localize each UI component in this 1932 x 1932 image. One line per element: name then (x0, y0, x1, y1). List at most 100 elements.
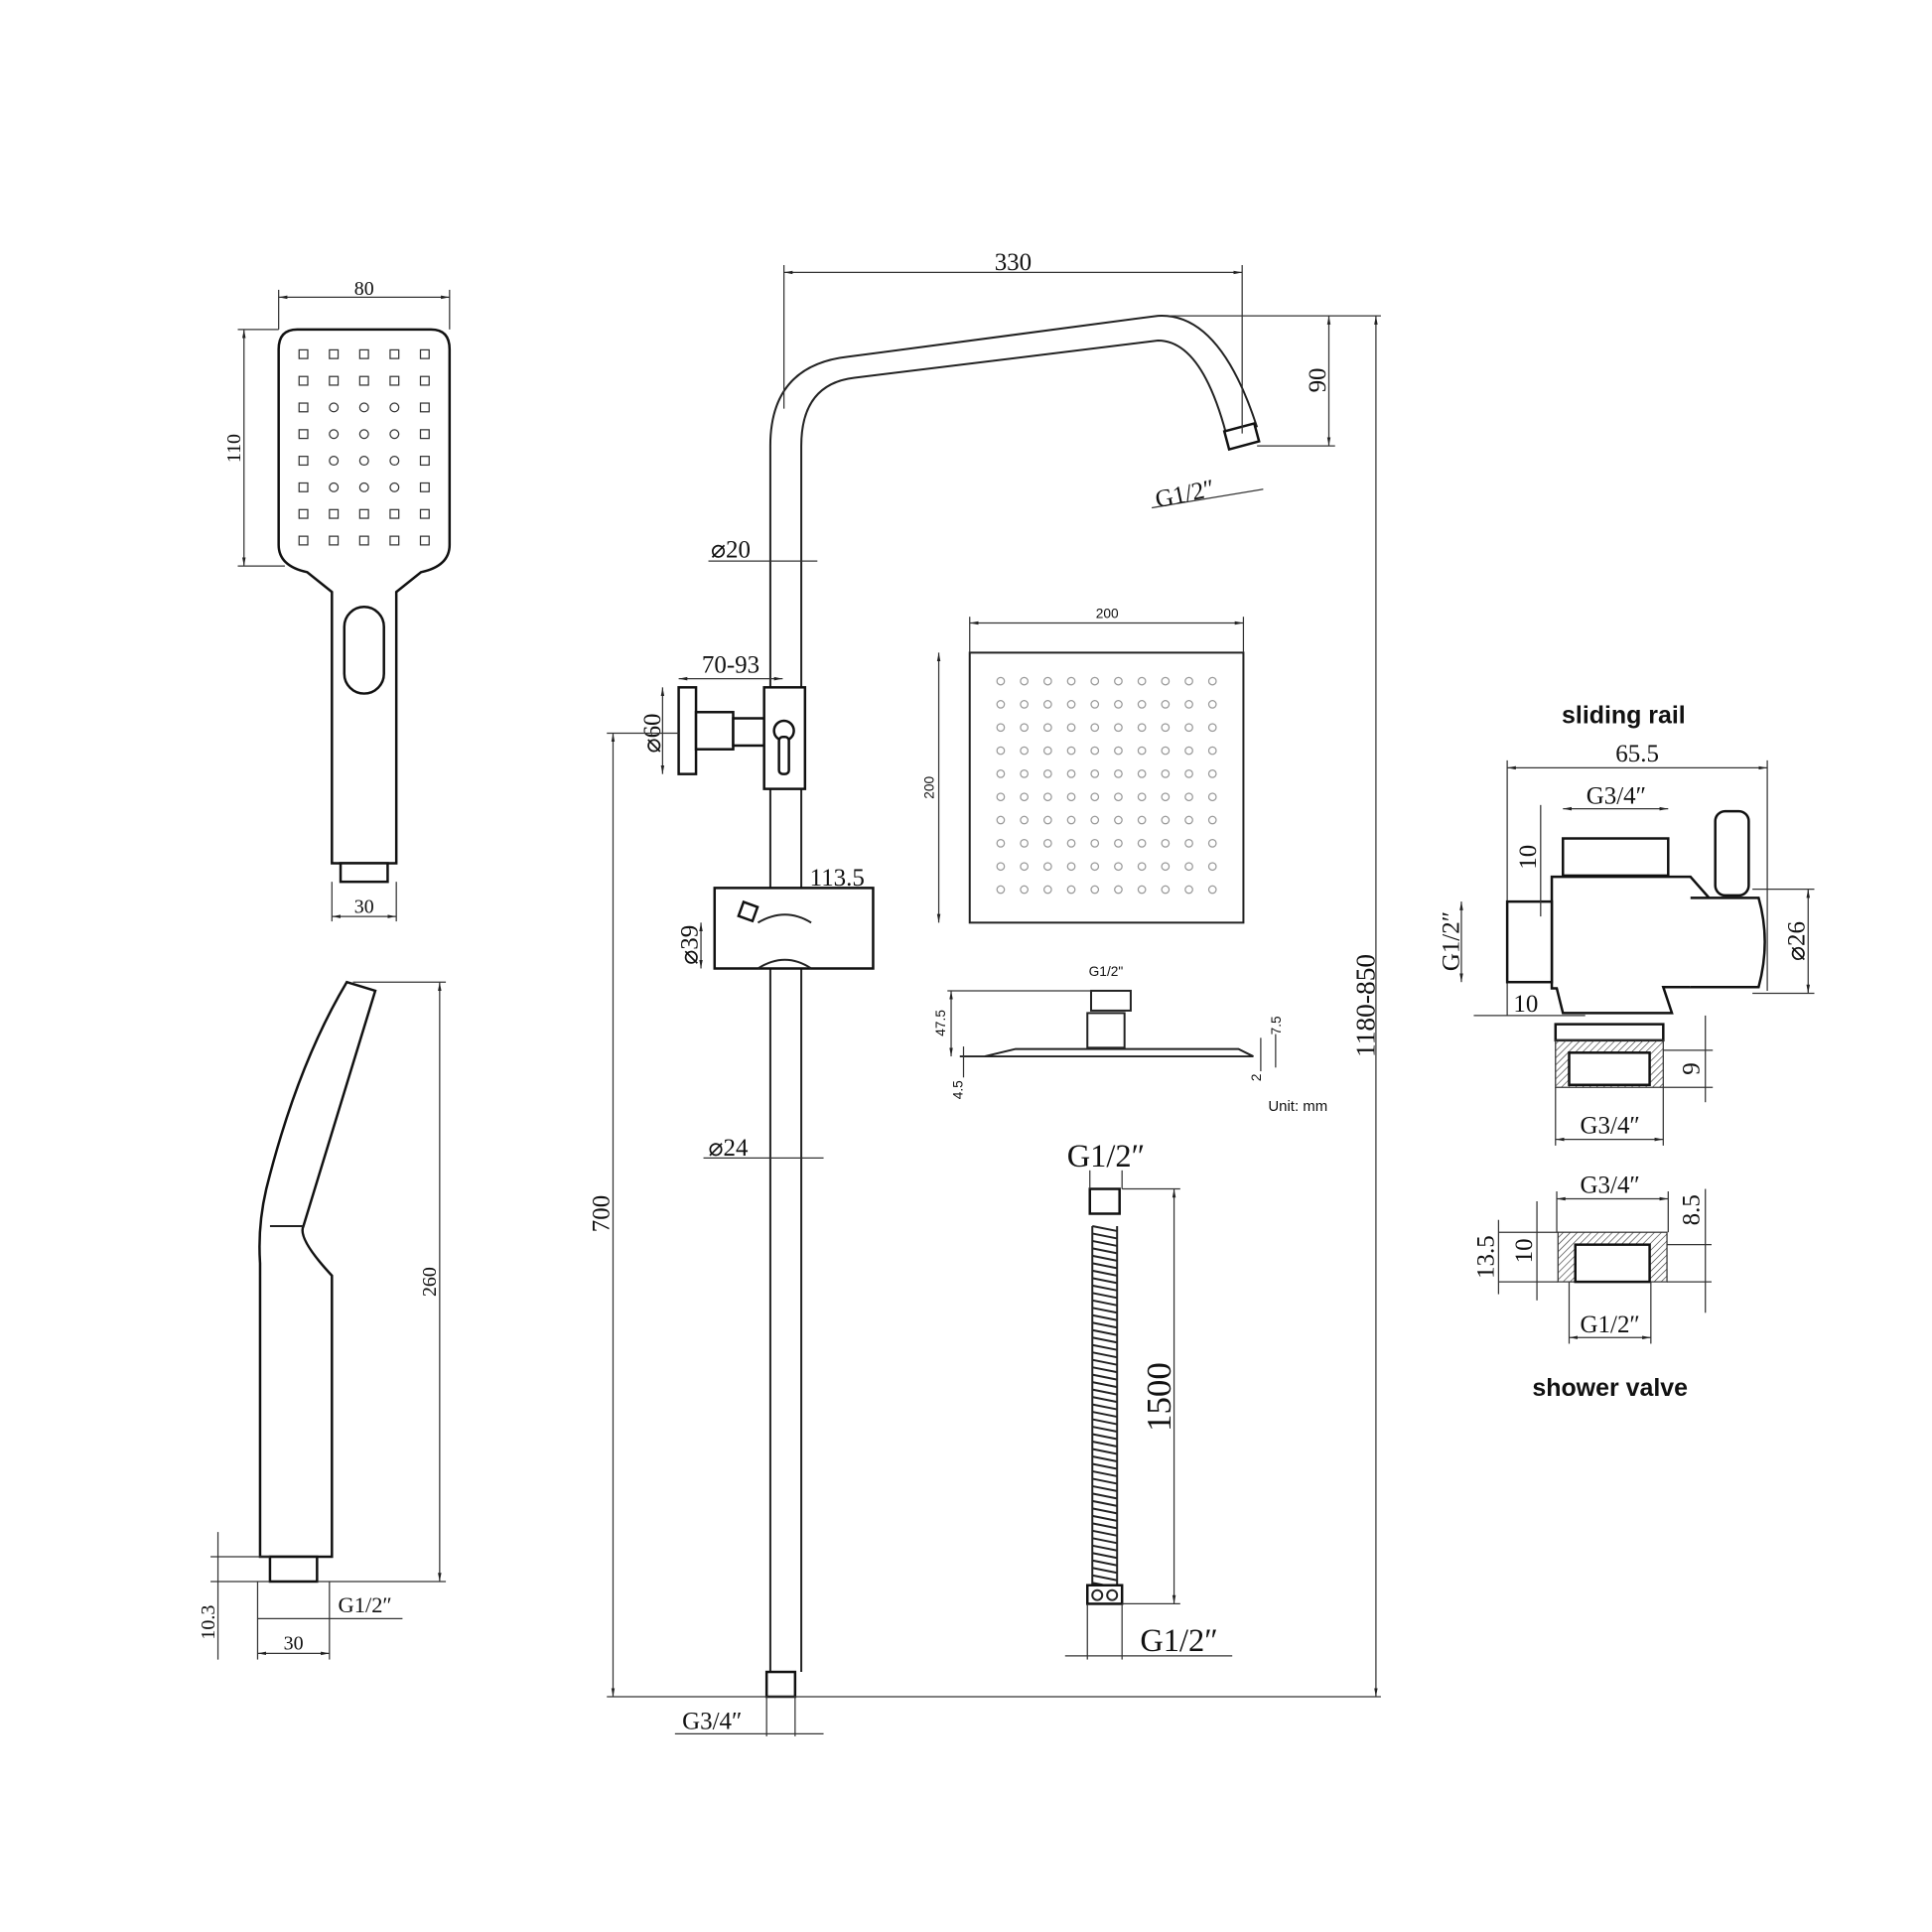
rain-nozzle (1020, 839, 1029, 848)
hand-nozzle (389, 456, 400, 467)
slider-diameter-label: ⌀39 (676, 925, 703, 965)
hand-nozzle (389, 508, 400, 519)
hand-shower-front-view: 80 110 30 (223, 278, 452, 922)
rain-nozzle (1114, 723, 1123, 733)
rain-nozzle (1114, 746, 1123, 756)
bracket-offset-label: 70-93 (702, 651, 759, 678)
rain-nozzle (1020, 746, 1029, 756)
rain-nozzle (1161, 792, 1171, 802)
hand-nozzle (358, 348, 369, 359)
rain-nozzle (1184, 769, 1193, 778)
hand-nozzle (329, 456, 340, 467)
hose-view: G1/2″ 1500 G1/2″ (1064, 1139, 1233, 1660)
rain-nozzle (1020, 862, 1029, 872)
hand-nozzle (329, 508, 340, 519)
hand-nozzle (298, 429, 309, 440)
hand-nozzle (298, 402, 309, 413)
rain-nozzle (1137, 885, 1147, 895)
rain-nozzle (1066, 723, 1076, 733)
rain-nozzle (1137, 815, 1147, 825)
hand-nozzle (389, 402, 400, 413)
slider-holder (713, 887, 875, 970)
rain-nozzle (1161, 769, 1171, 778)
rain-head-edge-thin-label: 2 (1249, 1073, 1264, 1081)
rain-nozzle (1020, 700, 1029, 709)
sliding-rail-detail: sliding rail 65.5 G3/4″ 10 G1/2″ 10 ⌀26 … (1438, 702, 1815, 1146)
hand-nozzle (358, 429, 369, 440)
rain-head-thread-label: G1/2" (1089, 964, 1124, 979)
rain-nozzle (1042, 839, 1052, 848)
hand-nozzle (358, 535, 369, 546)
rain-head-width-label: 200 (1096, 606, 1119, 621)
hand-nozzle (358, 456, 369, 467)
hand-nozzle (389, 375, 400, 386)
rain-nozzle (996, 885, 1006, 895)
rain-nozzle (1114, 769, 1123, 778)
shower-valve-bottom-thread-label: G1/2″ (1581, 1311, 1640, 1338)
rain-nozzle (1090, 792, 1100, 802)
sliding-rail-top-length-label: 10 (1515, 845, 1542, 870)
rain-nozzle (1020, 723, 1029, 733)
units-note: Unit: mm (1268, 1098, 1327, 1115)
rain-nozzle (1184, 746, 1193, 756)
rain-nozzle (1161, 700, 1171, 709)
rain-nozzle (1042, 862, 1052, 872)
bracket-height-label: 700 (589, 1195, 616, 1232)
sliding-rail-nut-height-label: 9 (1678, 1062, 1705, 1074)
shower-valve-top-thread-label: G3/4″ (1581, 1172, 1640, 1198)
rain-nozzle (1066, 839, 1076, 848)
hand-nozzle (329, 375, 340, 386)
hand-nozzle (389, 535, 400, 546)
sliding-rail-title: sliding rail (1562, 702, 1686, 730)
rain-nozzle (1042, 676, 1052, 686)
rain-nozzle (1207, 723, 1217, 733)
rain-nozzle (1042, 769, 1052, 778)
sliding-rail-top-thread-label: G3/4″ (1587, 783, 1646, 810)
rain-nozzle (1161, 862, 1171, 872)
rain-nozzle (1042, 792, 1052, 802)
hand-nozzle (358, 402, 369, 413)
hand-shower-width-label: 80 (354, 278, 374, 300)
rain-nozzle (1114, 815, 1123, 825)
hand-shower-height-label: 110 (223, 434, 245, 463)
sliding-rail-side-length-label: 10 (1513, 991, 1538, 1018)
rain-nozzle (1090, 746, 1100, 756)
lower-pipe-diameter-label: ⌀24 (709, 1135, 749, 1162)
rain-nozzle (1207, 792, 1217, 802)
shower-valve-top-height-label: 8.5 (1678, 1194, 1705, 1225)
hand-nozzle (329, 402, 340, 413)
rain-nozzle (1066, 815, 1076, 825)
rain-nozzle (1042, 746, 1052, 756)
rain-nozzle (1184, 700, 1193, 709)
rain-nozzle (1020, 885, 1029, 895)
upper-pipe-diameter-label: ⌀20 (711, 536, 751, 563)
rain-nozzle (996, 700, 1006, 709)
shower-valve-total-height-label: 13.5 (1472, 1235, 1499, 1279)
mode-button (343, 605, 385, 695)
rain-nozzle (1066, 792, 1076, 802)
hand-nozzle (389, 482, 400, 492)
hand-nozzle (358, 508, 369, 519)
total-height-label: 1180-850 (1351, 954, 1381, 1057)
rain-nozzle (1090, 862, 1100, 872)
arm-reach-label: 330 (995, 249, 1032, 276)
rain-head-edge-height-label: 7.5 (1269, 1016, 1284, 1035)
rain-nozzle (1207, 862, 1217, 872)
rain-nozzle (1161, 676, 1171, 686)
rain-nozzle (1090, 769, 1100, 778)
hand-shower-thread-width-label: 30 (284, 1633, 304, 1655)
rain-nozzle (1066, 700, 1076, 709)
rain-nozzle (1020, 815, 1029, 825)
rain-nozzle (996, 862, 1006, 872)
rain-nozzle (1161, 746, 1171, 756)
rain-nozzle (1207, 700, 1217, 709)
rain-nozzle (1161, 885, 1171, 895)
arm-drop-label: 90 (1305, 367, 1331, 392)
rain-nozzle (1066, 746, 1076, 756)
hand-nozzle (419, 348, 430, 359)
hand-nozzle (298, 456, 309, 467)
hand-nozzle (298, 348, 309, 359)
hand-nozzle (419, 375, 430, 386)
rain-head-plate-label: 4.5 (950, 1080, 965, 1099)
